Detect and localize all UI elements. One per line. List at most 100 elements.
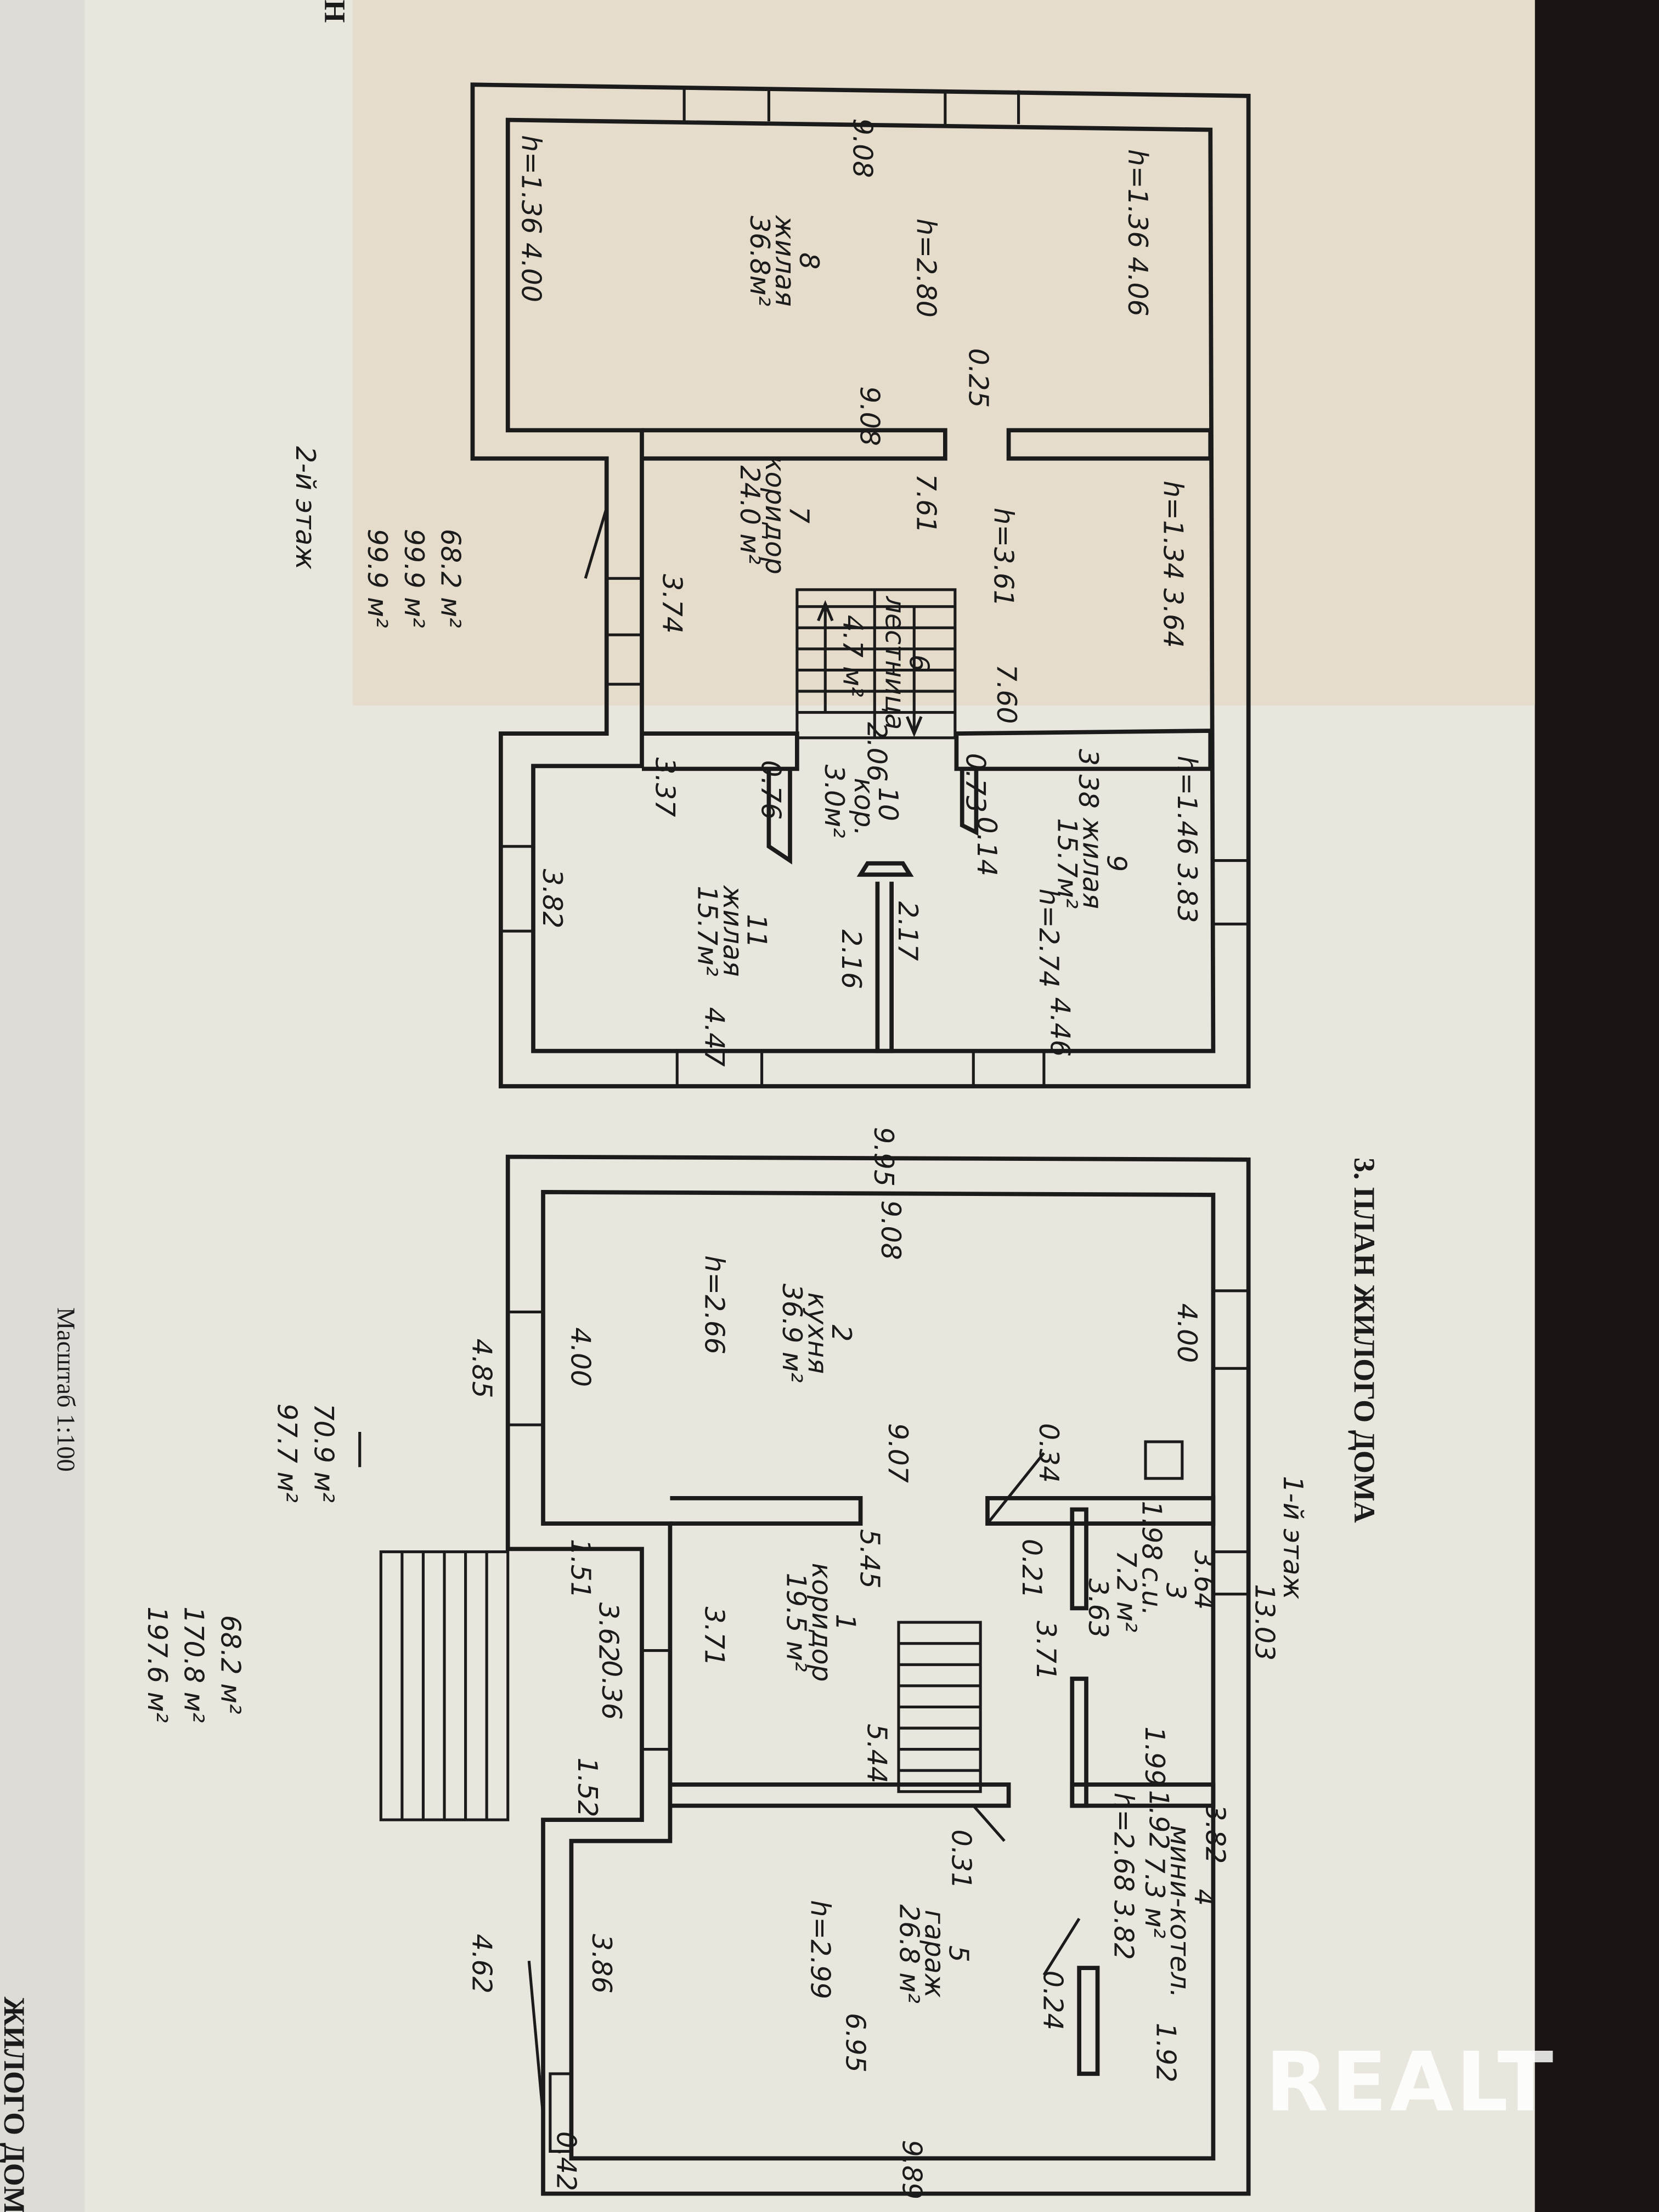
dimension: 9.89	[896, 2140, 928, 2199]
paper-left-edge	[0, 0, 85, 2212]
room-number: 5	[943, 1945, 974, 1962]
floor1-totals: 70.9 м² 97.7 м² 68.2 м² 170.8 м² 197.6 м…	[142, 1403, 362, 1723]
dimension: 0.42	[551, 2131, 582, 2191]
floor2-label: 2-й этаж	[290, 446, 321, 569]
room-area: 7.3 м²	[1139, 1857, 1170, 1939]
dimension: h=2.68 3.82	[1108, 1793, 1139, 1960]
room-area: 4.7 м²	[837, 615, 868, 697]
dimension: 0.24	[1037, 1971, 1069, 2030]
scale-label: Масштаб 1:100	[52, 1307, 80, 1472]
dimension: 2.17	[892, 901, 923, 961]
floor1-walls	[379, 1154, 1251, 2196]
floor2-room-8: 8 жилая 36.8м²	[744, 215, 825, 307]
floor2-dimensions: 9.08 h=1.36 4.06 h=2.80 h=1.36 4.00 0.25…	[515, 119, 1203, 1067]
total-area: 170.8 м²	[178, 1606, 210, 1723]
room-name: коридор	[806, 1563, 837, 1682]
total-area: 97.7 м²	[271, 1403, 302, 1503]
room-number: 7	[783, 506, 815, 523]
dimension: 3.64	[1188, 1550, 1220, 1610]
room-number: 2	[826, 1324, 857, 1341]
floor1-room-4: 4 мини-котел. 7.3 м²	[1139, 1825, 1220, 1998]
room-area: 7.2 м²	[1110, 1550, 1142, 1633]
dimension: h=1.34 3.64	[1157, 481, 1188, 648]
dimension: h=2.99	[804, 1900, 836, 1999]
dimension: 1.51	[565, 1539, 596, 1599]
dimension: 7.61	[910, 474, 941, 534]
dimension: 4.47	[699, 1007, 730, 1067]
header-fragment: Н	[318, 0, 351, 23]
dimension: 9.08	[854, 386, 885, 446]
floor1-label: 1-й этаж	[1277, 1476, 1308, 1599]
dimension: 3.63	[1082, 1578, 1114, 1638]
dimension: 5.44	[861, 1724, 892, 1784]
room-area: 36.8м²	[744, 216, 775, 306]
floor1-room-1: 1 коридор 19.5 м²	[781, 1563, 861, 1682]
dimension: h=3.61	[988, 507, 1019, 607]
dimension: 0.21	[1016, 1539, 1047, 1599]
dimension: 3.38	[1073, 749, 1104, 809]
room-area: 3.0м²	[819, 765, 850, 838]
dimension: 1.92	[1150, 2023, 1181, 2083]
dimension: 9.08	[875, 1200, 906, 1260]
dimension: 2.16	[836, 929, 867, 989]
realt-watermark: REALT	[1265, 2035, 1556, 2130]
dimension: 2.06	[861, 722, 892, 782]
room-name: жилая	[717, 885, 748, 977]
dimension: 13.03	[1249, 1584, 1280, 1661]
room-number: 4	[1188, 1889, 1220, 1906]
room-name: жилая	[1077, 817, 1108, 909]
room-area: 15.7м²	[692, 886, 723, 977]
room-area: 15.7м²	[1051, 818, 1082, 909]
dimension: 0.34	[1033, 1423, 1064, 1483]
floor2-room-11: 11 жилая 15.7м²	[692, 885, 772, 977]
room-name: лестница	[879, 596, 911, 730]
floor1-dimensions: 13.03 9.95 9.08 4.00 h=2.66 4.00 4.85 9.…	[466, 1127, 1280, 2199]
footer-fragment: ЖИЛОГО ДОМА	[0, 1997, 31, 2212]
dimension: 3.62	[593, 1602, 624, 1662]
dimension: 9.95	[868, 1127, 899, 1187]
total-area: 68.2 м²	[215, 1615, 246, 1714]
floor1-room-3: 3 с.u. 7.2 м²	[1110, 1550, 1191, 1633]
total-area: 99.9 м²	[362, 529, 393, 628]
dimension: 4.00	[1171, 1304, 1203, 1363]
floor2-room-10: 10 кор. 3.0м²	[819, 765, 904, 838]
dimension: 1.52	[572, 1758, 603, 1818]
dimension: 3.86	[586, 1934, 617, 1994]
stove-icon	[1144, 1440, 1184, 1480]
dimension: 4.00	[565, 1327, 596, 1387]
dimension: h=2.74	[1033, 889, 1064, 988]
room-name: коридор	[759, 455, 791, 574]
total-area: 68.2 м²	[435, 529, 466, 628]
room-number: 8	[793, 252, 825, 269]
floor1-stairs	[897, 1621, 982, 1793]
total-area: 70.9 м²	[308, 1403, 339, 1503]
floor2-room-7: 7 коридор 24.0 м²	[734, 455, 815, 574]
room-name: с.u.	[1136, 1567, 1167, 1616]
dimension: 3.82	[537, 869, 568, 929]
dimension: 0.36	[596, 1660, 627, 1720]
page-title: 3. ПЛАН ЖИЛОГО ДОМА	[1348, 1158, 1381, 1523]
room-name: гараж	[919, 1910, 950, 1998]
room-area: 26.8 м²	[893, 1904, 924, 2004]
room-number: 3	[1160, 1583, 1191, 1600]
dimension: 1.99	[1139, 1726, 1170, 1786]
room-number: 10	[872, 787, 904, 821]
dimension: 7.60	[991, 664, 1022, 724]
room-name: мини-котел.	[1164, 1825, 1195, 1998]
floor2-room-6: 6 лестница 4.7 м²	[837, 596, 935, 730]
dimension: 5.45	[854, 1529, 885, 1589]
room-area: 36.9 м²	[776, 1284, 808, 1383]
room-number: 6	[903, 654, 934, 672]
total-area: 197.6 м²	[142, 1606, 173, 1723]
room-number: 11	[741, 914, 772, 948]
dimension: 3.71	[699, 1606, 730, 1666]
porch-steps	[379, 1550, 510, 1821]
total-area: 99.9 м²	[398, 529, 430, 628]
dimension: 3.74	[656, 574, 687, 634]
room-area: 24.0 м²	[734, 465, 765, 565]
dimension: 9.08	[847, 119, 878, 178]
dimension: 4.46	[1045, 997, 1076, 1057]
floor2-walls	[470, 82, 1251, 1088]
dimension: 3.37	[650, 757, 681, 817]
